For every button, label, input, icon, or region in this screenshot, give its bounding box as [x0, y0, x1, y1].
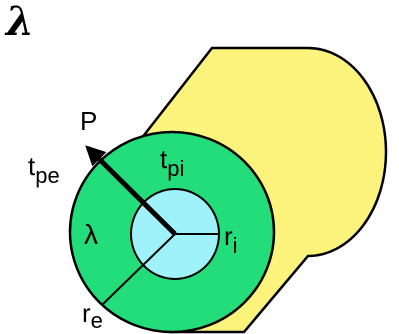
- re-sub: e: [91, 308, 103, 333]
- re-main: r: [82, 298, 91, 328]
- tpi-label: tpi: [160, 144, 184, 181]
- re-label: re: [82, 298, 103, 333]
- tpe-sub: pe: [35, 163, 59, 188]
- ri-sub: i: [233, 233, 238, 258]
- corner-lambda: λ: [4, 0, 34, 45]
- tpi-sub: pi: [167, 156, 184, 181]
- lambda-inner-label: λ: [84, 219, 98, 250]
- radius-re-line: [102, 233, 176, 305]
- p-arrow: [85, 145, 177, 236]
- tpe-label: tpe: [28, 151, 60, 188]
- ri-main: r: [224, 221, 233, 251]
- tpe-main: t: [28, 151, 36, 181]
- p-label: P: [80, 106, 97, 136]
- ri-label: ri: [224, 221, 238, 258]
- tpi-main: t: [160, 144, 168, 174]
